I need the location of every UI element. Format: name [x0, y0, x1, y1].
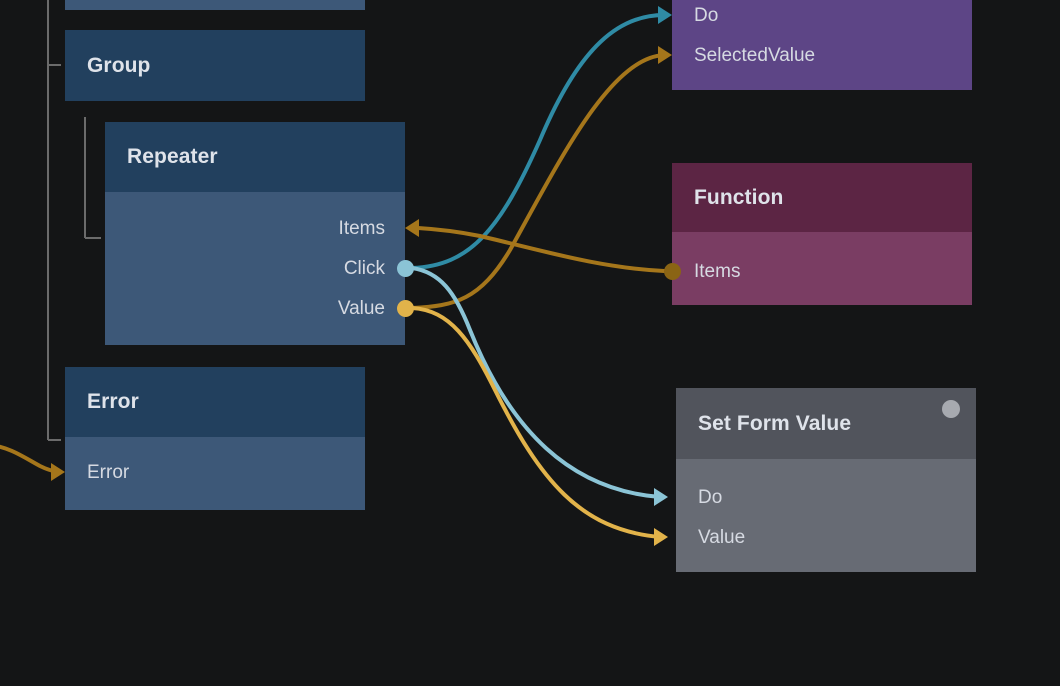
- edge-value-to-setformvalue-value-arrowhead: [654, 528, 668, 546]
- port-label: Do: [698, 486, 723, 508]
- edge-incoming-to-error[interactable]: [0, 444, 60, 474]
- port-label: Do: [694, 4, 719, 26]
- edge-value-to-setformvalue-value[interactable]: [410, 306, 662, 539]
- port-label: Items: [338, 217, 385, 239]
- edge-incoming-to-error-arrowhead: [51, 463, 65, 481]
- port-repeater-items[interactable]: Items: [105, 217, 385, 239]
- node-partial-node-top[interactable]: [65, 0, 365, 10]
- edge-function-items-to-repeater-items-arrowhead: [405, 219, 419, 237]
- port-label: SelectedValue: [694, 44, 816, 66]
- port-purple-node-selectedvalue[interactable]: SelectedValue: [694, 44, 972, 66]
- port-label: Error: [87, 461, 130, 483]
- edge-value-to-selectedvalue-arrowhead: [658, 46, 672, 64]
- node-title-repeater: Repeater: [127, 145, 218, 168]
- port-label: Value: [337, 297, 385, 319]
- node-header-group[interactable]: Group: [65, 30, 365, 101]
- port-error-error[interactable]: Error: [87, 461, 365, 483]
- node-header-repeater[interactable]: Repeater: [105, 122, 405, 192]
- node-purple-node[interactable]: [672, 0, 972, 90]
- port-set-form-value-do[interactable]: Do: [698, 486, 976, 508]
- port-repeater-value[interactable]: Value: [105, 297, 385, 319]
- port-repeater-click[interactable]: Click: [105, 257, 385, 279]
- node-header-set-form-value[interactable]: Set Form Value: [676, 388, 976, 459]
- port-connector-dot[interactable]: [663, 262, 681, 280]
- node-header-function[interactable]: Function: [672, 163, 972, 232]
- node-group[interactable]: Group: [65, 30, 365, 101]
- edge-click-to-setformvalue-do-arrowhead: [654, 488, 668, 506]
- port-function-items[interactable]: Items: [694, 260, 972, 282]
- port-label: Click: [343, 257, 385, 279]
- edge-function-items-to-repeater-items[interactable]: [416, 226, 666, 273]
- edge-click-to-do[interactable]: [410, 13, 666, 270]
- port-connector-dot[interactable]: [396, 259, 414, 277]
- edge-click-to-do-arrowhead: [658, 6, 672, 24]
- node-title-function: Function: [694, 185, 784, 209]
- node-title-set-form-value: Set Form Value: [698, 411, 852, 435]
- port-purple-node-do[interactable]: Do: [694, 4, 972, 26]
- node-header-partial-node-top[interactable]: [65, 0, 365, 10]
- port-connector-dot[interactable]: [396, 299, 414, 317]
- node-set-form-value[interactable]: Set Form Value: [676, 388, 976, 572]
- port-label: Items: [694, 260, 741, 282]
- node-error[interactable]: Error: [65, 367, 365, 510]
- status-dot-icon[interactable]: [942, 400, 960, 418]
- node-repeater[interactable]: Repeater: [105, 122, 405, 345]
- node-title-error: Error: [87, 390, 139, 413]
- edge-click-to-setformvalue-do[interactable]: [410, 266, 662, 499]
- node-function[interactable]: Function: [672, 163, 972, 305]
- edge-value-to-selectedvalue[interactable]: [410, 53, 666, 310]
- port-label: Value: [698, 526, 746, 548]
- node-header-error[interactable]: Error: [65, 367, 365, 437]
- port-set-form-value-value[interactable]: Value: [698, 526, 976, 548]
- node-title-group: Group: [87, 53, 151, 77]
